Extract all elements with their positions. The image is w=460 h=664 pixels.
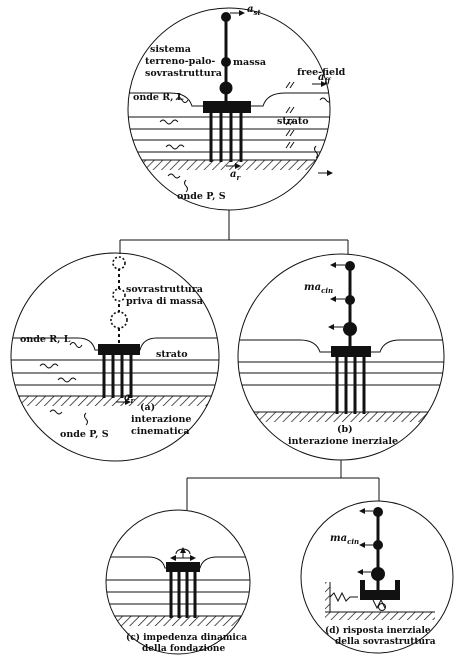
- label-priva-di-massa: priva di massa: [126, 296, 203, 307]
- caption-b-2: interazione inerziale: [288, 436, 398, 447]
- panel-b-inertial-interaction: macin (b) interazione inerziale: [237, 253, 445, 461]
- caption-a-3: cinematica: [131, 426, 190, 437]
- caption-b-1: (b): [337, 424, 353, 435]
- panel-a-kinematic-interaction: sovrastruttura priva di massa onde R, L …: [10, 252, 220, 462]
- label-a-r-top: ar: [230, 169, 241, 182]
- label-massa: massa: [233, 57, 266, 68]
- caption-d-1: (d) risposta inerziale: [325, 625, 431, 636]
- caption-a-1: (a): [140, 402, 155, 413]
- label-ma-cin-b: macin: [304, 282, 333, 295]
- panel-top-soil-pile-system: sistema terreno-palo- sovrastruttura mas…: [127, 4, 346, 211]
- label-strato-top: strato: [277, 116, 309, 127]
- label-onde-ps-a: onde P, S: [60, 429, 109, 440]
- label-onde-ps-top: onde P, S: [177, 191, 226, 202]
- label-a-r-a: ar: [124, 392, 135, 405]
- top-superstructure: [219, 10, 333, 176]
- label-ma-cin-d: macin: [330, 533, 359, 546]
- panel-c-dynamic-impedance: (c) impedenza dinamica della fondazione: [105, 509, 251, 655]
- connector-tree: [119, 210, 380, 510]
- caption-c-2: della fondazione: [142, 644, 225, 654]
- panel-d-inertial-response: macin (d) risposta inerziale della sovra…: [300, 500, 454, 654]
- top-pile-group: [203, 101, 251, 162]
- caption-d-2: della sovrastruttura: [335, 637, 436, 647]
- label-free-field: free-field: [297, 67, 346, 78]
- label-terreno-palo: terreno-palo-: [145, 56, 215, 67]
- caption-c-1: (c) impedenza dinamica: [126, 632, 247, 643]
- label-sistema: sistema: [150, 44, 191, 55]
- label-a-st: ast: [247, 4, 261, 17]
- label-onde-rl-a: onde R, L: [20, 334, 71, 345]
- label-a-ff: aff: [318, 72, 331, 85]
- label-strato-a: strato: [156, 349, 188, 360]
- label-onde-rl-top: onde R, L: [133, 92, 184, 103]
- label-sovrastruttura-a: sovrastruttura: [126, 284, 203, 295]
- caption-a-2: interazione: [131, 414, 191, 425]
- label-sovrastruttura: sovrastruttura: [145, 68, 222, 79]
